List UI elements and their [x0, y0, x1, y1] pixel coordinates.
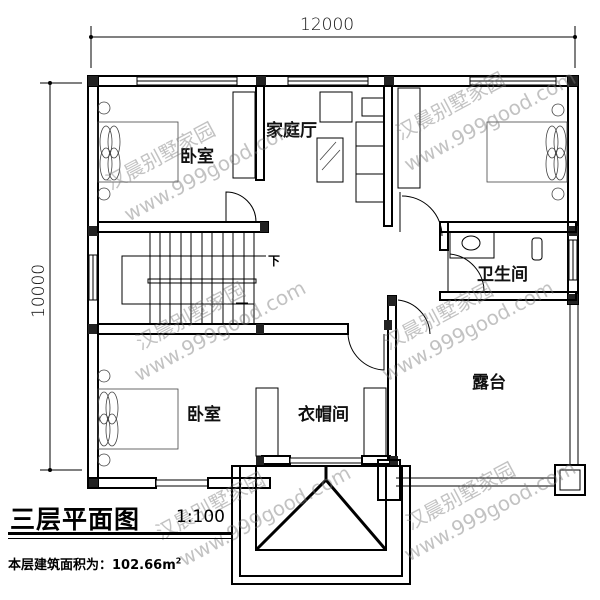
- bed-ne: [486, 103, 568, 201]
- bed-sw: [97, 369, 179, 467]
- bed-nw: [97, 101, 179, 201]
- room-label-cloakroom: 衣帽间: [298, 405, 349, 425]
- title-underline-thin: [8, 538, 232, 539]
- title-underline: [8, 532, 232, 535]
- terrace-railing: [377, 304, 586, 501]
- stair-down-label: 下: [268, 254, 281, 268]
- floor-area-value: 102.66: [112, 558, 163, 573]
- room-label-bedroom-nw: 卧室: [180, 147, 214, 167]
- floor-area-label: 本层建筑面积为：: [8, 558, 113, 573]
- plan-scale: 1:100: [176, 507, 225, 527]
- room-label-terrace: 露台: [472, 373, 506, 393]
- doors: [225, 191, 485, 371]
- exterior-walls: [87, 75, 579, 489]
- floor-area-unit: m: [162, 558, 176, 573]
- floor-area-unit-sup: 2: [175, 556, 182, 566]
- dimension-depth: 10000: [29, 81, 82, 472]
- entrance-canopy: [231, 465, 411, 585]
- room-label-bedroom-sw: 卧室: [187, 405, 221, 425]
- dimension-width: 12000: [89, 15, 577, 68]
- floor-area: 本层建筑面积为：102.66m2: [8, 554, 181, 573]
- plan-title: 三层平面图: [10, 505, 141, 534]
- room-label-bathroom: 卫生间: [477, 265, 528, 285]
- dimension-depth-text: 10000: [29, 264, 49, 318]
- room-label-family-hall: 家庭厅: [266, 121, 317, 141]
- bathroom-fixtures: [449, 231, 543, 261]
- family-hall-furniture: [316, 91, 385, 203]
- staircase: [121, 232, 266, 324]
- wardrobes: [232, 87, 421, 457]
- dimension-width-text: 12000: [300, 15, 354, 35]
